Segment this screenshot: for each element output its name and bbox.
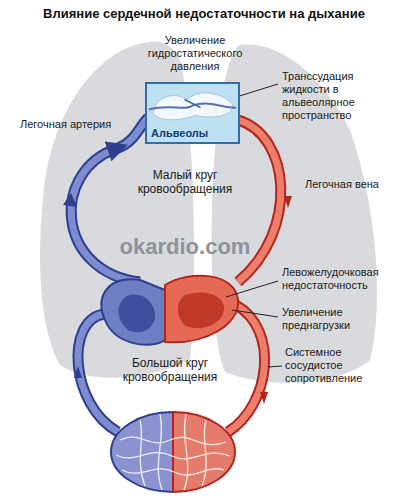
systemic-artery-lumen [228, 305, 265, 432]
arterial-capillaries [173, 412, 235, 492]
annotation-label: Транссудация жидкости в альвеолярное про… [282, 70, 394, 122]
capillary-mesh [116, 414, 230, 490]
box-label: Альвеолы [149, 127, 210, 140]
flow-arrow [260, 392, 268, 404]
systemic-artery [228, 305, 265, 432]
right-heart-chamber [118, 295, 155, 333]
watermark: okardio.com [110, 234, 260, 260]
flow-arrow [74, 366, 82, 378]
flow-arrow [284, 196, 292, 208]
alveoli-box: Альвеолы [145, 82, 240, 144]
annotation-label: Увеличение преднагрузки [282, 306, 382, 332]
annotation-label: Легочная вена [305, 178, 397, 191]
annotation-label: Малый круг кровообращения [130, 168, 240, 196]
leader-line [268, 366, 282, 367]
capillary [149, 104, 236, 110]
fluid-arrow [185, 100, 201, 108]
annotation-label: Легочная артерия [20, 118, 120, 131]
annotation-label: Увеличение гидростатического давления [135, 34, 255, 73]
leader-line [226, 281, 278, 297]
right-heart [101, 279, 165, 344]
leader-line [232, 310, 278, 317]
annotation-label: Большой круг кровообращения [112, 356, 228, 384]
box-border [146, 83, 239, 143]
annotation-label: Левожелудочковая недостаточность [282, 266, 396, 292]
venous-capillaries [111, 412, 173, 492]
left-heart-chamber [178, 292, 224, 328]
annotation-label: Системное сосудистое сопротивление [285, 346, 385, 385]
diagram-title: Влияние сердечной недостаточности на дых… [0, 6, 408, 22]
left-heart [165, 276, 238, 343]
flow-arrow [63, 193, 77, 207]
